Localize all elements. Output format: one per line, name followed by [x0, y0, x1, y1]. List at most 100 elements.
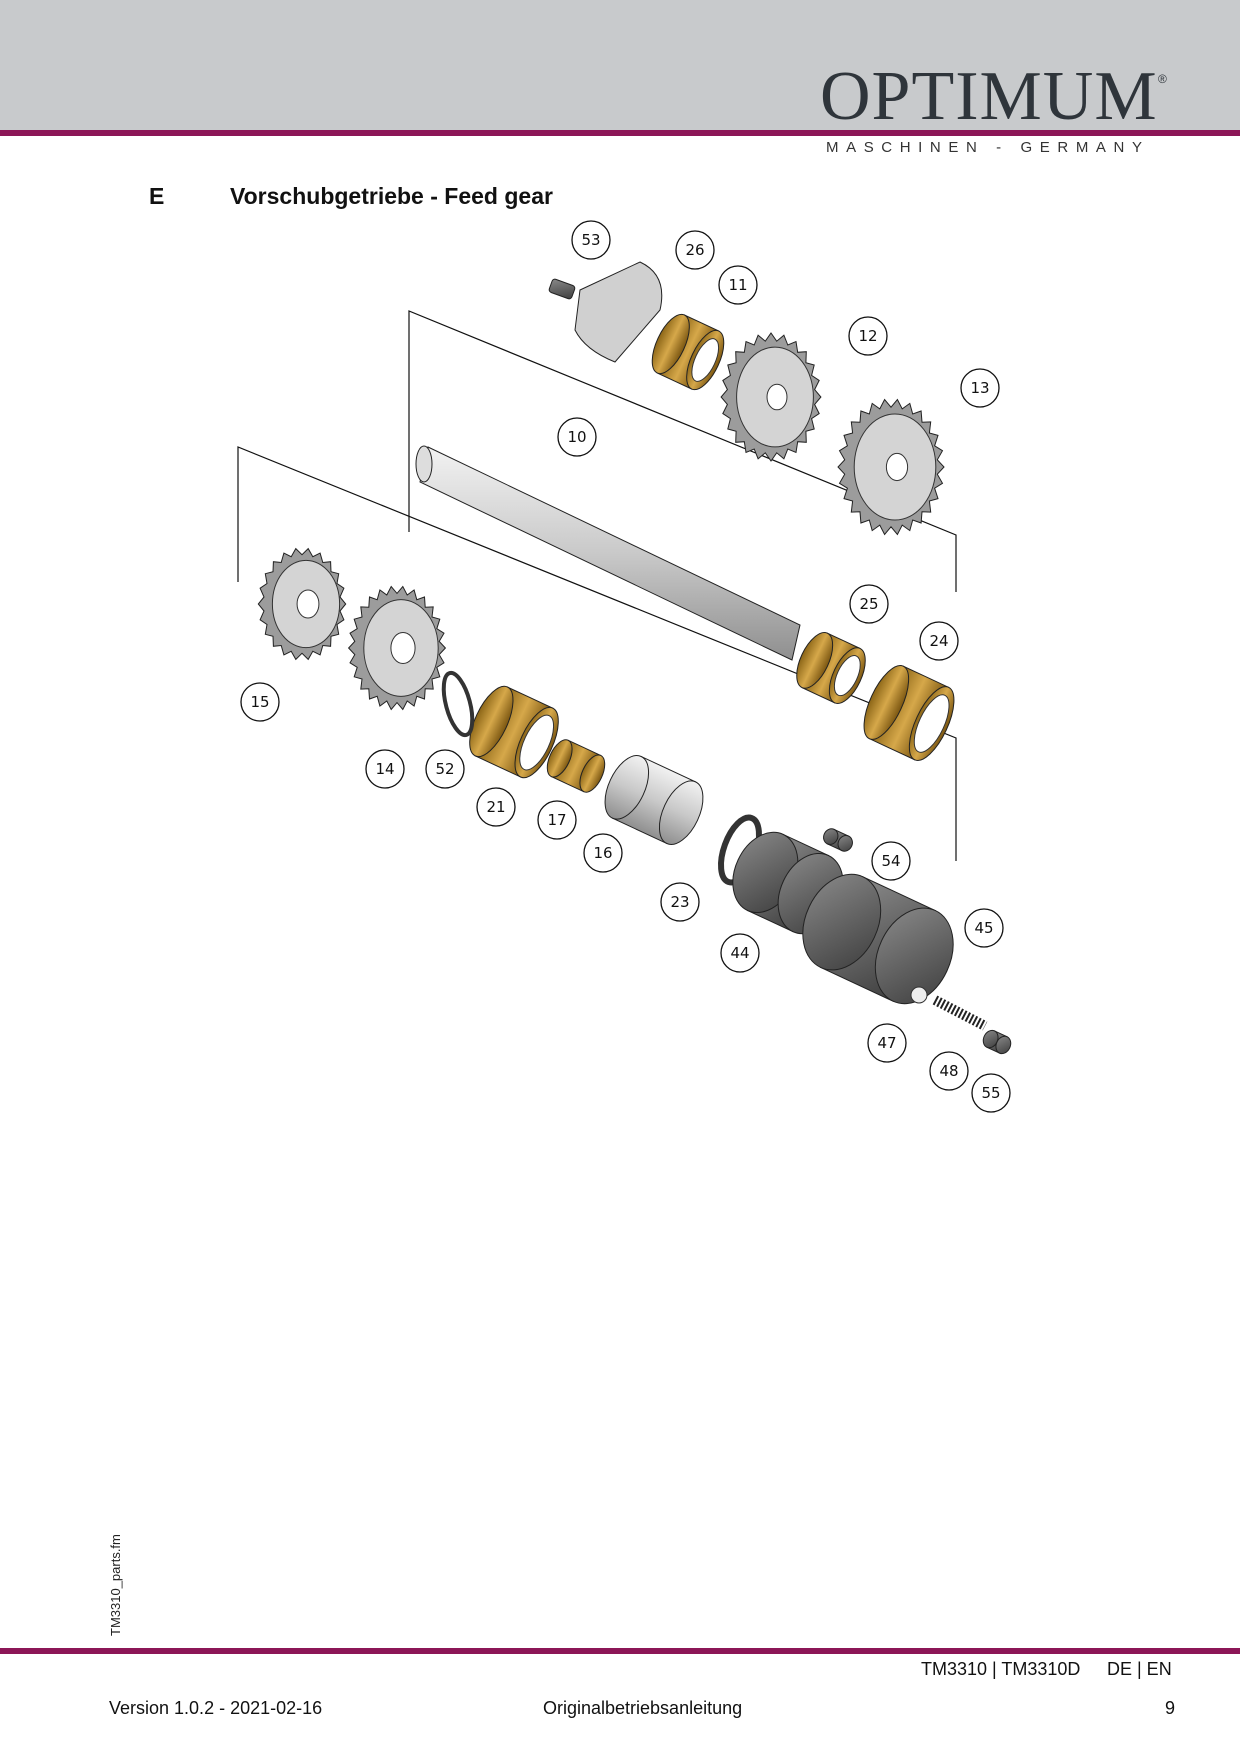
- gear-bore: [885, 452, 909, 482]
- section-letter: E: [149, 183, 165, 209]
- callout-circle: [660, 882, 700, 922]
- callout-48: 48: [929, 1051, 969, 1091]
- circlip-52: [441, 670, 475, 738]
- callout-circle: [871, 841, 911, 881]
- callout-circle: [929, 1051, 969, 1091]
- callout-label: 54: [881, 852, 900, 870]
- callout-label: 10: [567, 428, 586, 446]
- footer-rule: [0, 1648, 1240, 1654]
- callout-label: 55: [981, 1084, 1000, 1102]
- callout-circle: [476, 787, 516, 827]
- callout-label: 14: [375, 760, 394, 778]
- cylinder-back: [802, 873, 882, 971]
- cylinder-back: [546, 739, 573, 778]
- callout-circle: [425, 749, 465, 789]
- cylinder-face: [658, 780, 704, 845]
- callout-circle: [675, 230, 715, 270]
- callout-label: 12: [858, 327, 877, 345]
- cylinder-back: [823, 828, 839, 845]
- callout-circle: [720, 933, 760, 973]
- gear-bore: [766, 383, 788, 411]
- page-number: 9: [1165, 1698, 1176, 1718]
- gear-13: [837, 398, 945, 536]
- callout-label: 16: [593, 844, 612, 862]
- footer-languages: DE | EN: [1107, 1659, 1172, 1679]
- set-screw-55: [982, 1029, 1012, 1055]
- callout-circle: [919, 621, 959, 661]
- callout-label: 13: [970, 379, 989, 397]
- callout-label: 44: [730, 944, 749, 962]
- cylinder-bore: [691, 338, 720, 382]
- callout-53: 53: [571, 220, 611, 260]
- callout-16: 16: [583, 833, 623, 873]
- callout-circle: [964, 908, 1004, 948]
- callout-circle: [718, 265, 758, 305]
- footer-version: Version 1.0.2 - 2021-02-16: [109, 1698, 323, 1718]
- callout-circle: [971, 1073, 1011, 1113]
- callout-label: 15: [250, 693, 269, 711]
- ball-47: [910, 986, 928, 1004]
- bushing-11: [651, 313, 725, 391]
- callout-13: 13: [960, 368, 1000, 408]
- callout-12: 12: [848, 316, 888, 356]
- callout-54: 54: [871, 841, 911, 881]
- callout-44: 44: [720, 933, 760, 973]
- callout-label: 25: [859, 595, 878, 613]
- cylinder-face: [837, 835, 853, 852]
- gear-bore: [296, 589, 320, 619]
- callout-circle: [848, 316, 888, 356]
- gear-15: [257, 547, 347, 661]
- callout-25: 25: [849, 584, 889, 624]
- callout-label: 24: [929, 632, 948, 650]
- callout-label: 52: [435, 760, 454, 778]
- callout-label: 53: [581, 231, 600, 249]
- callout-circle: [849, 584, 889, 624]
- callout-circle: [571, 220, 611, 260]
- set-screw-54: [823, 828, 853, 852]
- callout-label: 26: [685, 241, 704, 259]
- callout-circle: [867, 1023, 907, 1063]
- cylinder-back: [651, 313, 690, 375]
- cylinder-back: [863, 665, 910, 740]
- callout-circle: [960, 368, 1000, 408]
- callout-15: 15: [240, 682, 280, 722]
- callout-label: 47: [877, 1034, 896, 1052]
- section-title: Vorschubgetriebe - Feed gear: [230, 183, 553, 209]
- callout-label: 17: [547, 811, 566, 829]
- callout-circle: [240, 682, 280, 722]
- callout-14: 14: [365, 749, 405, 789]
- callout-label: 11: [728, 276, 747, 294]
- shaft-end: [415, 445, 433, 483]
- header-rule: [0, 130, 1240, 136]
- callout-label: 23: [670, 893, 689, 911]
- registered-mark: ®: [1158, 72, 1167, 86]
- callout-55: 55: [971, 1073, 1011, 1113]
- cover-plate-26: [574, 261, 663, 363]
- callout-23: 23: [660, 882, 700, 922]
- brand-logo: OPTIMUM: [820, 58, 1158, 135]
- coupling-sleeve-45: [802, 873, 954, 1005]
- callout-21: 21: [476, 787, 516, 827]
- bushing-21: [469, 685, 559, 779]
- callout-45: 45: [964, 908, 1004, 948]
- cylinder-face: [579, 754, 606, 793]
- bushing-24: [863, 665, 955, 761]
- header-band: [0, 0, 1240, 130]
- callout-label: 21: [486, 798, 505, 816]
- cylinder-face: [874, 907, 954, 1005]
- callout-circle: [583, 833, 623, 873]
- gear-12: [720, 332, 822, 462]
- brand-tagline: MASCHINEN - GERMANY: [826, 139, 1150, 156]
- gear-14: [347, 585, 447, 711]
- bushing-17: [546, 739, 606, 793]
- callout-circle: [537, 800, 577, 840]
- callout-11: 11: [718, 265, 758, 305]
- shaft-10: [419, 446, 801, 661]
- cylinder-bore: [913, 694, 950, 753]
- callout-26: 26: [675, 230, 715, 270]
- gear-bore: [390, 632, 416, 664]
- callout-24: 24: [919, 621, 959, 661]
- cylinder-face: [995, 1035, 1012, 1055]
- cylinder-bore: [519, 714, 555, 771]
- callout-52: 52: [425, 749, 465, 789]
